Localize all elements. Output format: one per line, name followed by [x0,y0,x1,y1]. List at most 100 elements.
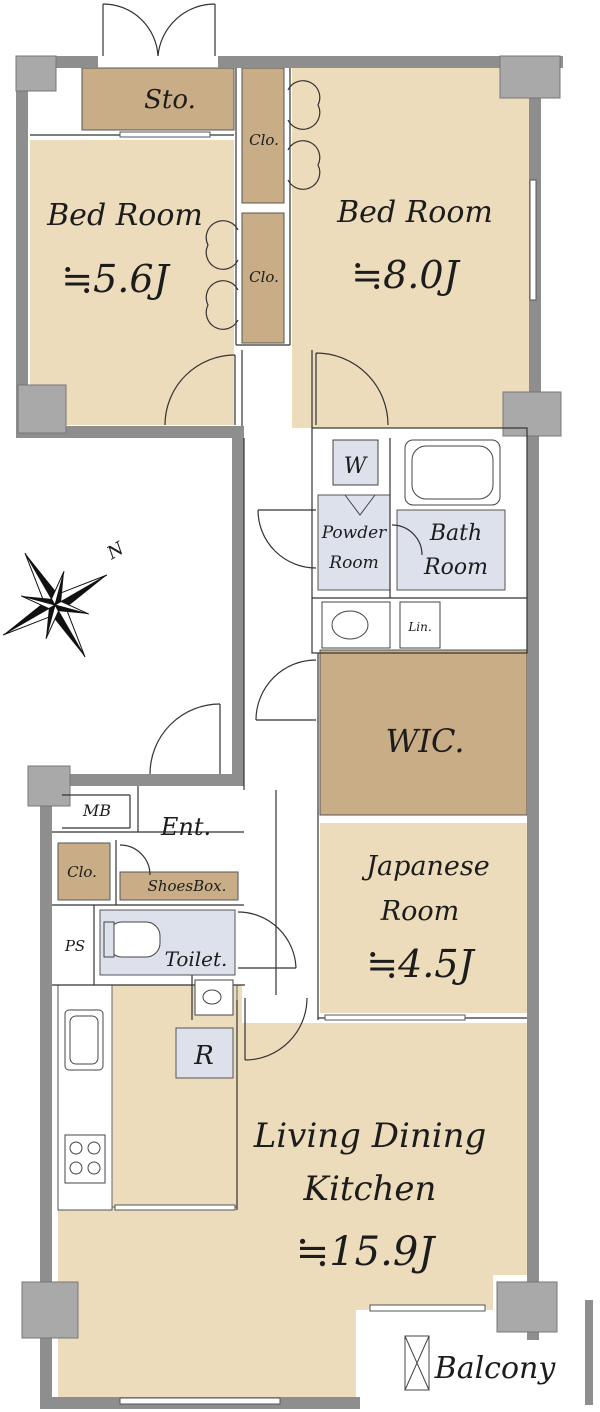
label-mb: MB [82,801,111,820]
window-pane [369,1304,486,1312]
wall-left-lower [40,774,52,1409]
stove-burner [69,1141,83,1155]
label-toilet: Toilet. [165,947,228,971]
hand-sink-basin [202,989,222,1005]
door-arc [237,911,297,969]
door-arc [164,354,236,426]
door-arc [315,352,389,426]
window-pane [529,179,537,301]
column-ent [27,765,71,807]
window-pane [119,1397,281,1405]
compass-point [3,602,55,635]
sto-area [81,67,235,131]
stove-burner [87,1141,101,1155]
label-ldk-1: Living Dining [253,1116,487,1156]
compass-point [52,605,85,657]
compass-point [50,570,65,607]
label-powder-room-1: Powder [321,523,387,543]
door-arc [119,844,151,876]
column-top-right [499,55,561,99]
label-clo-top: Clo. [249,131,279,149]
stove-burners [69,1141,101,1175]
label-clo-mid: Clo. [249,268,279,286]
label-bed-room-small: Bed Room [46,198,203,233]
kitchen-sink-basin [69,1015,99,1065]
door-arc [149,703,221,775]
label-bed-room-large: Bed Room [336,195,493,230]
shoesbox-area [119,871,239,901]
label-wic: WIC. [385,722,464,760]
label-ldk-size: ≒15.9J [296,1229,437,1275]
compass-point [20,595,57,610]
kitchen-sink [64,1009,104,1071]
compass-point [55,575,107,608]
label-ps: PS [64,937,85,955]
closet-door-arc [287,80,321,130]
door-arc [391,524,423,556]
label-japanese-room-2: Room [380,896,459,927]
closet-top-area [241,67,285,204]
window-pane [114,1204,236,1211]
washer-box [332,439,379,486]
label-fridge: R [193,1041,214,1071]
wall-mid-vertical [232,426,244,786]
label-bath-room-1: Bath [429,521,482,546]
column-left-mid [17,384,67,434]
closet-door-arc [205,280,239,330]
toilet-tank [103,921,115,958]
compass-point [45,603,60,640]
label-shoesbox: ShoesBox. [148,877,227,895]
hand-sink [194,979,234,1016]
powder-room-area [317,494,391,591]
column-right-mid [502,391,562,437]
closet-ent-area [57,842,111,901]
label-ldk-2: Kitchen [303,1169,437,1209]
compass-point [53,600,90,615]
interior-walls [30,68,528,1210]
label-bath-room-2: Room [423,555,488,580]
stove-burner [69,1161,83,1175]
column-left-lower [21,1281,79,1339]
window-pane [324,1014,466,1021]
label-bed-room-large-size: ≒8.0J [351,253,460,297]
door-arc [157,3,216,57]
door-swings [102,3,423,1061]
bed-room-small-floor [30,140,234,425]
label-washer: W [344,454,369,479]
door-arc [257,509,317,569]
bathtub [404,439,501,506]
wall-step-h [16,426,244,438]
column-right-lower [496,1281,558,1333]
wet-core-outline [311,427,528,654]
wall-right-lower [527,420,539,1340]
fixtures [64,439,501,1391]
wall-balcony-right [585,1300,593,1405]
kitchen-floor [111,984,238,1208]
kitchen-stove [64,1134,106,1184]
bathtub-inner [411,445,494,500]
japanese-room-floor [320,823,527,1013]
closet-door-arc [287,140,321,190]
label-linen: Lin. [407,620,431,634]
label-japanese-room-size: ≒4.5J [366,942,475,986]
label-balcony: Balcony [434,1351,557,1386]
linen-box [399,601,441,649]
room-labels: Sto. Clo. Clo. Bed Room ≒5.6J Bed Room ≒… [46,85,556,1386]
label-powder-room-2: Room [328,553,378,573]
door-arc [255,659,317,721]
closet-door-arc [205,220,239,270]
wic-area [319,649,528,816]
balcony-box-cross [404,1335,430,1391]
bath-room-area [396,509,506,591]
label-bed-room-small-size: ≒5.6J [61,257,170,301]
wall-ent-top [28,774,244,786]
compass-north-label: N [103,537,129,564]
vanity-mark [344,494,376,516]
wet-areas [99,494,506,1079]
door-arc [244,997,308,1061]
label-ent: Ent. [160,813,211,841]
compass-point [25,553,58,605]
closet-mid-area [241,212,285,344]
